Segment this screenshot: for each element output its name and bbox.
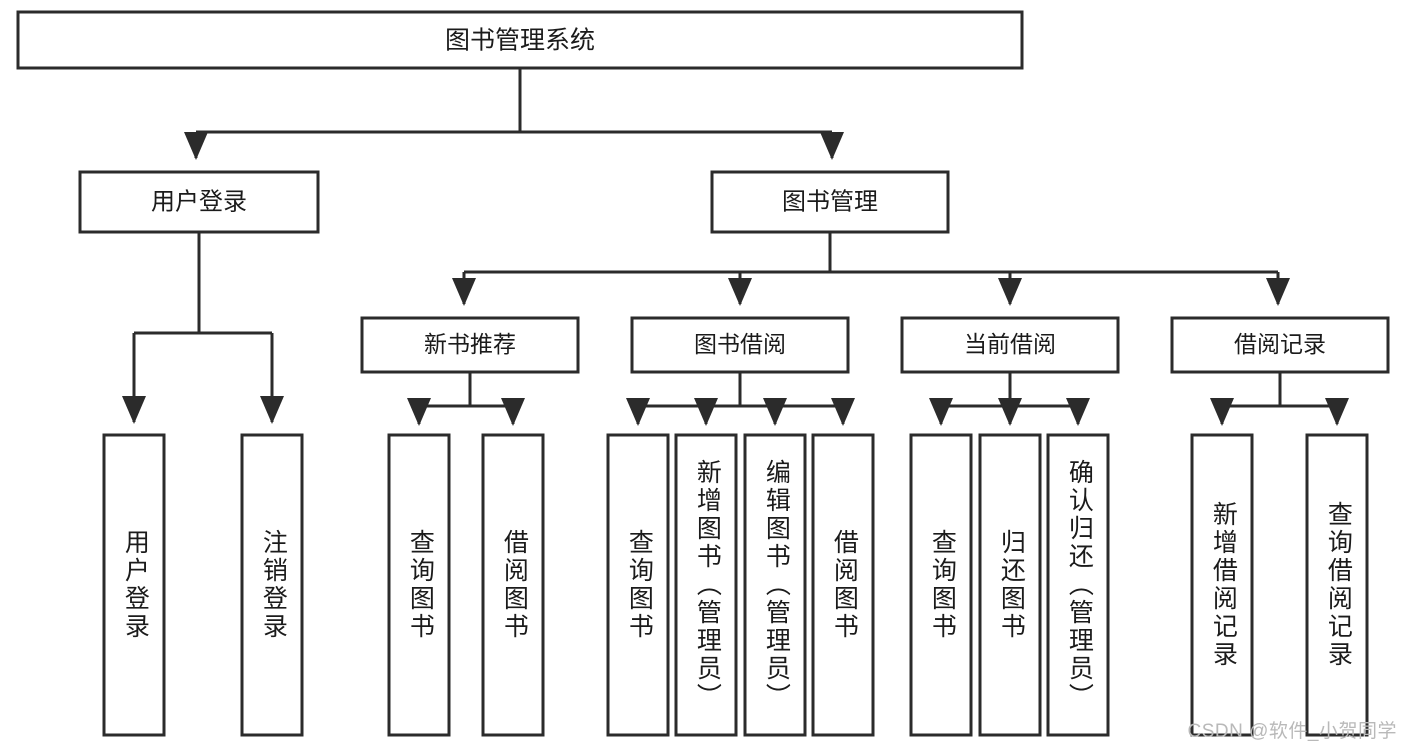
leaf-edit-book[interactable]: 编辑图书（管理员）: [743, 433, 807, 737]
leaf-query-book-3-box[interactable]: [909, 433, 973, 737]
connectors: [122, 68, 1349, 426]
node-new-book-recommend[interactable]: 新书推荐: [360, 316, 580, 374]
leaf-borrow-book-2[interactable]: 借阅图书: [811, 433, 875, 737]
leaf-query-book-3-label: 查询图书: [928, 529, 957, 641]
leaf-user-login-label: 用户登录: [121, 529, 150, 641]
leaf-borrow-book-1-label: 借阅图书: [500, 529, 529, 641]
leaf-edit-book-box[interactable]: [743, 433, 807, 737]
leaf-logout[interactable]: 注销登录: [240, 433, 304, 737]
node-borrow-record[interactable]: 借阅记录: [1170, 316, 1390, 374]
leaf-confirm-return-label: 确认归还（管理员）: [1065, 459, 1094, 711]
leaf-add-record-box[interactable]: [1190, 433, 1254, 737]
node-borrow-record-box[interactable]: [1170, 316, 1390, 374]
leaf-edit-book-label: 编辑图书（管理员）: [762, 459, 791, 711]
leaf-query-record[interactable]: 查询借阅记录: [1305, 433, 1369, 737]
leaf-borrow-book-2-box[interactable]: [811, 433, 875, 737]
leaf-user-login[interactable]: 用户登录: [102, 433, 166, 737]
node-book-manage[interactable]: 图书管理: [710, 170, 950, 234]
node-book-borrow-label: 图书借阅: [694, 331, 786, 357]
node-book-manage-label: 图书管理: [782, 188, 878, 215]
node-current-borrow[interactable]: 当前借阅: [900, 316, 1120, 374]
leaf-borrow-book-1[interactable]: 借阅图书: [481, 433, 545, 737]
leaf-query-book-2-label: 查询图书: [625, 529, 654, 641]
leaf-confirm-return[interactable]: 确认归还（管理员）: [1046, 433, 1110, 737]
leaf-borrow-book-2-label: 借阅图书: [830, 529, 859, 641]
leaf-query-record-label: 查询借阅记录: [1324, 501, 1353, 669]
node-borrow-record-label: 借阅记录: [1234, 331, 1326, 357]
leaf-return-book-box[interactable]: [978, 433, 1042, 737]
node-user-login-box[interactable]: [78, 170, 320, 234]
node-root[interactable]: 图书管理系统: [16, 10, 1024, 70]
csdn-watermark: CSDN @软件_小贺同学: [1187, 721, 1397, 742]
leaf-query-book-2-box[interactable]: [606, 433, 670, 737]
leaf-query-record-box[interactable]: [1305, 433, 1369, 737]
leaf-add-book[interactable]: 新增图书（管理员）: [674, 433, 738, 737]
node-current-borrow-box[interactable]: [900, 316, 1120, 374]
leaf-add-book-label: 新增图书（管理员）: [693, 459, 722, 711]
leaf-query-book-1[interactable]: 查询图书: [387, 433, 451, 737]
leaf-confirm-return-box[interactable]: [1046, 433, 1110, 737]
node-user-login-label: 用户登录: [151, 188, 247, 215]
leaf-add-book-box[interactable]: [674, 433, 738, 737]
node-root-box[interactable]: [16, 10, 1024, 70]
node-book-borrow-box[interactable]: [630, 316, 850, 374]
node-book-borrow[interactable]: 图书借阅: [630, 316, 850, 374]
node-new-book-recommend-label: 新书推荐: [424, 331, 516, 357]
leaf-query-book-1-box[interactable]: [387, 433, 451, 737]
leaf-borrow-book-1-box[interactable]: [481, 433, 545, 737]
node-current-borrow-label: 当前借阅: [964, 331, 1056, 357]
leaf-user-login-box[interactable]: [102, 433, 166, 737]
leaf-return-book[interactable]: 归还图书: [978, 433, 1042, 737]
leaf-add-record[interactable]: 新增借阅记录: [1190, 433, 1254, 737]
leaf-logout-label: 注销登录: [259, 529, 288, 641]
leaf-query-book-2[interactable]: 查询图书: [606, 433, 670, 737]
node-user-login[interactable]: 用户登录: [78, 170, 320, 234]
leaf-logout-box[interactable]: [240, 433, 304, 737]
leaf-query-book-3[interactable]: 查询图书: [909, 433, 973, 737]
node-new-book-recommend-box[interactable]: [360, 316, 580, 374]
leaf-return-book-label: 归还图书: [997, 529, 1026, 641]
leaf-query-book-1-label: 查询图书: [406, 529, 435, 641]
node-book-manage-box[interactable]: [710, 170, 950, 234]
node-root-label: 图书管理系统: [445, 27, 595, 55]
leaf-add-record-label: 新增借阅记录: [1209, 501, 1238, 669]
